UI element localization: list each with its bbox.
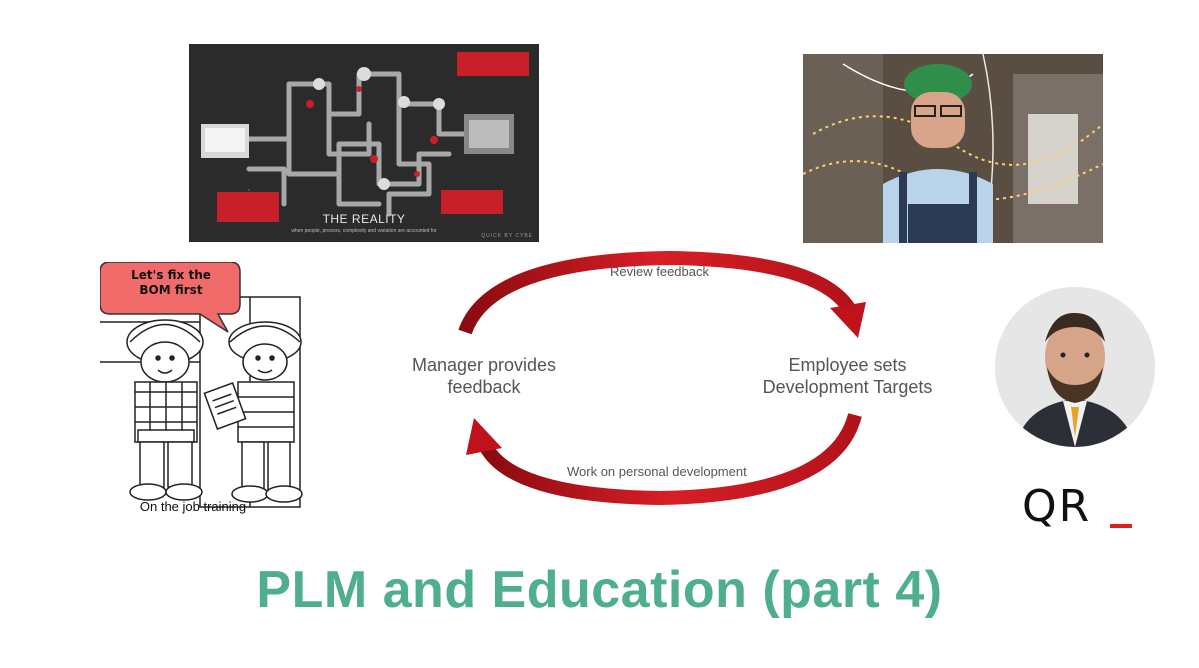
info-box-top <box>457 52 529 76</box>
slide-credit: QUICK BY CYBE <box>481 233 533 239</box>
logo-underscore <box>1110 524 1132 528</box>
portrait-illustration <box>995 287 1155 447</box>
pipe-network-illustration <box>201 67 514 217</box>
workers-cartoon <box>99 261 330 530</box>
info-box-bottom <box>441 190 503 214</box>
speech-bubble-text: Let's fix the BOM first <box>131 268 211 297</box>
bottom-arrow-head <box>466 418 502 455</box>
top-arrow-label: Review feedback <box>610 264 709 279</box>
top-cycle-arrow <box>458 250 856 335</box>
bottom-arrow-label: Work on personal development <box>567 464 747 479</box>
feedback-cycle-diagram: Review feedback Work on personal develop… <box>380 250 960 510</box>
engineer-photo <box>803 54 1103 243</box>
cartoon-illustration <box>99 261 303 508</box>
slide-subtitle: when people, process, complexity and var… <box>291 228 437 234</box>
logo-text: QR <box>1022 481 1092 532</box>
top-arrow-head <box>830 302 866 338</box>
pipe-diagram-slide: THE REALITY when people, process, comple… <box>189 44 539 242</box>
presenter-portrait <box>995 287 1155 447</box>
bottom-cycle-arrow <box>478 413 862 506</box>
cartoon-caption: On the job training <box>139 499 247 514</box>
info-box-left <box>217 192 279 222</box>
manager-node: Manager provides feedback <box>411 355 557 397</box>
qr-logo: QR <box>1022 482 1142 532</box>
slide-title: THE REALITY <box>322 212 406 226</box>
engineer-photo-illustration <box>803 54 1103 243</box>
cycle-arrows <box>458 250 866 506</box>
speech-bubble <box>99 261 241 333</box>
employee-node: Employee sets Development Targets <box>762 355 933 397</box>
page-title: PLM and Education (part 4) <box>256 561 943 619</box>
